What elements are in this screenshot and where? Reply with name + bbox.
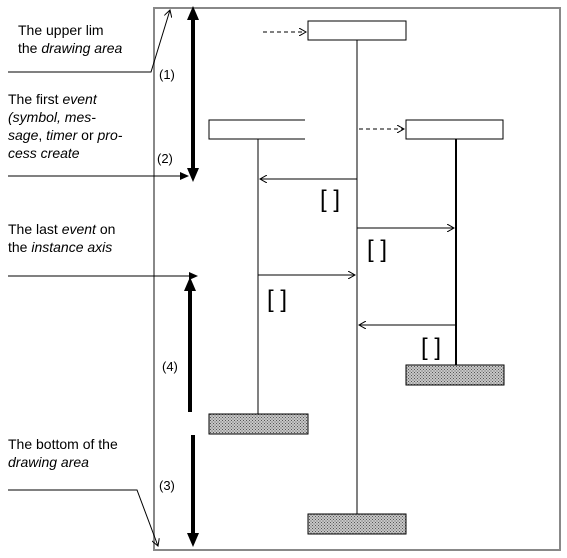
instance-end-middle [307, 513, 407, 535]
instance-end-left [208, 413, 309, 435]
instance-end-right [405, 364, 505, 386]
callout-bottom [8, 489, 158, 546]
condition-bracket: [ ] [320, 186, 341, 213]
label-upper-limit: The upper lim the drawing area [18, 22, 123, 56]
marker-3: (3) [159, 478, 175, 493]
instance-head-right [405, 119, 504, 140]
instance-head-middle [307, 20, 407, 41]
marker-2: (2) [157, 151, 173, 166]
drawing-area-frame [153, 7, 561, 551]
label-bottom: The bottom of the drawing area [8, 436, 118, 470]
callout-upper-limit [8, 10, 170, 73]
label-first-event: The first event (symbol, mes- sage, time… [8, 91, 123, 161]
condition-bracket: [ ] [367, 236, 388, 263]
condition-bracket: [ ] [421, 334, 442, 361]
marker-4: (4) [162, 359, 178, 374]
marker-1: (1) [159, 67, 175, 82]
condition-bracket: [ ] [267, 286, 288, 313]
label-last-event: The last event on the instance axis [8, 221, 116, 255]
instance-head-left [208, 119, 309, 140]
